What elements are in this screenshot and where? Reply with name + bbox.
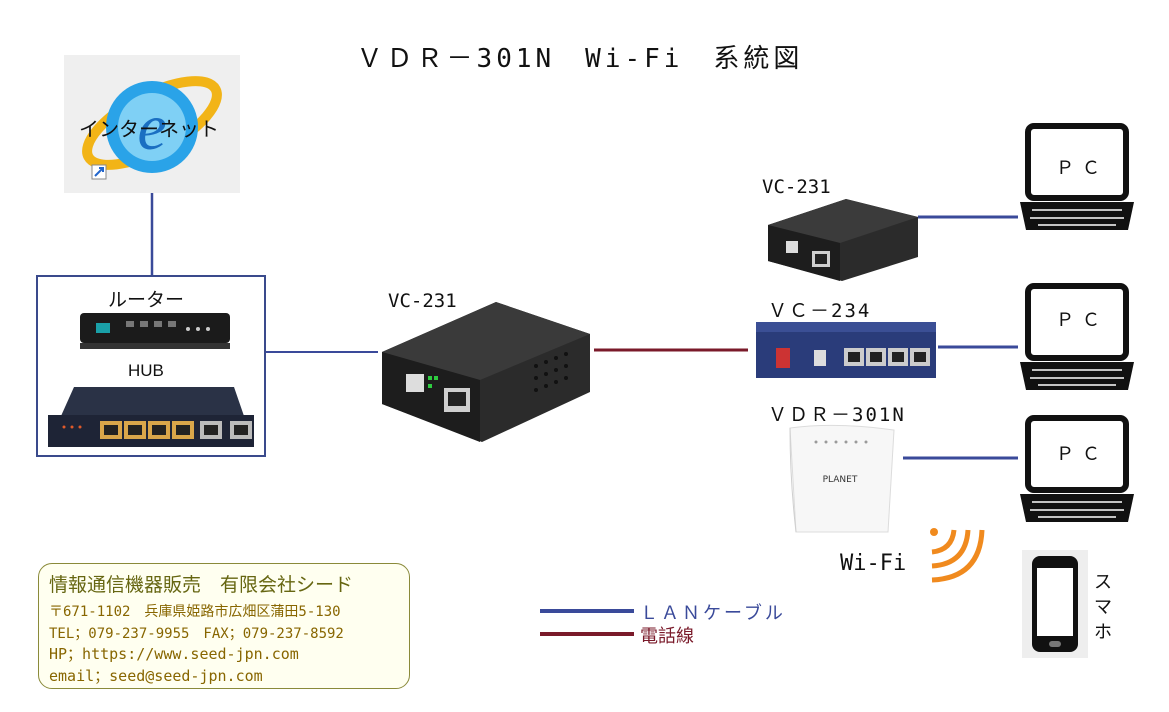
vc231-label: VC-231 bbox=[762, 176, 831, 198]
wifi-label: Wi-Fi bbox=[840, 551, 907, 576]
company-email-link[interactable]: email；seed@seed-jpn.com bbox=[49, 667, 263, 685]
hub-label: HUB bbox=[128, 361, 164, 380]
laptop-icon bbox=[1020, 283, 1134, 390]
company-info-box: 情報通信機器販売 有限会社シード 〒671-1102 兵庫県姫路市広畑区蒲田5-… bbox=[38, 563, 410, 689]
pc-2: ＰＣ bbox=[1018, 282, 1136, 398]
legend-lan-label: ＬＡＮケーブル bbox=[640, 603, 786, 624]
vc234-label: ＶＣ－234 bbox=[768, 300, 872, 322]
smartphone-label: スマホ bbox=[1094, 572, 1112, 643]
svg-text:PLANET: PLANET bbox=[823, 475, 858, 485]
router-label: ルーター bbox=[108, 289, 185, 311]
router-device bbox=[80, 313, 230, 349]
vdr301n-device: PLANET bbox=[789, 424, 895, 533]
pc-1: ＰＣ bbox=[1018, 122, 1136, 238]
laptop-icon bbox=[1020, 123, 1134, 230]
vc231-device bbox=[768, 199, 918, 281]
pc-3: ＰＣ bbox=[1018, 414, 1136, 530]
router-hub-group: ルーター HUB bbox=[36, 275, 266, 457]
laptop-icon bbox=[1020, 415, 1134, 522]
company-tel-fax: TEL；079-237-9955 FAX；079-237-8592 bbox=[49, 626, 344, 642]
company-name: 情報通信機器販売 有限会社シード bbox=[49, 574, 354, 596]
internet-explorer-icon: e bbox=[82, 76, 222, 180]
company-address: 〒671-1102 兵庫県姫路市広畑区蒲田5-130 bbox=[49, 604, 341, 620]
pc-2-label: ＰＣ bbox=[1056, 310, 1108, 331]
pc-3-label: ＰＣ bbox=[1056, 444, 1108, 465]
vc234-device bbox=[756, 322, 936, 378]
hub-device bbox=[48, 387, 254, 447]
internet-node: e インターネット bbox=[64, 55, 240, 193]
diagram-title: ＶＤＲ－301N Wi-Fi 系統図 bbox=[356, 44, 804, 74]
smartphone-icon bbox=[1022, 550, 1088, 658]
center-vc231-label: VC-231 bbox=[388, 290, 457, 312]
pc-1-label: ＰＣ bbox=[1056, 158, 1108, 179]
legend-phone-label: 電話線 bbox=[640, 626, 694, 647]
svg-text:e: e bbox=[137, 91, 166, 164]
internet-label: インターネット bbox=[79, 117, 219, 141]
vdr301n-label: ＶＤＲ－301N bbox=[768, 404, 906, 426]
center-vc231-device bbox=[382, 302, 590, 442]
wifi-icon bbox=[930, 528, 985, 583]
company-homepage-link[interactable]: HP；https://www.seed-jpn.com bbox=[49, 645, 299, 663]
